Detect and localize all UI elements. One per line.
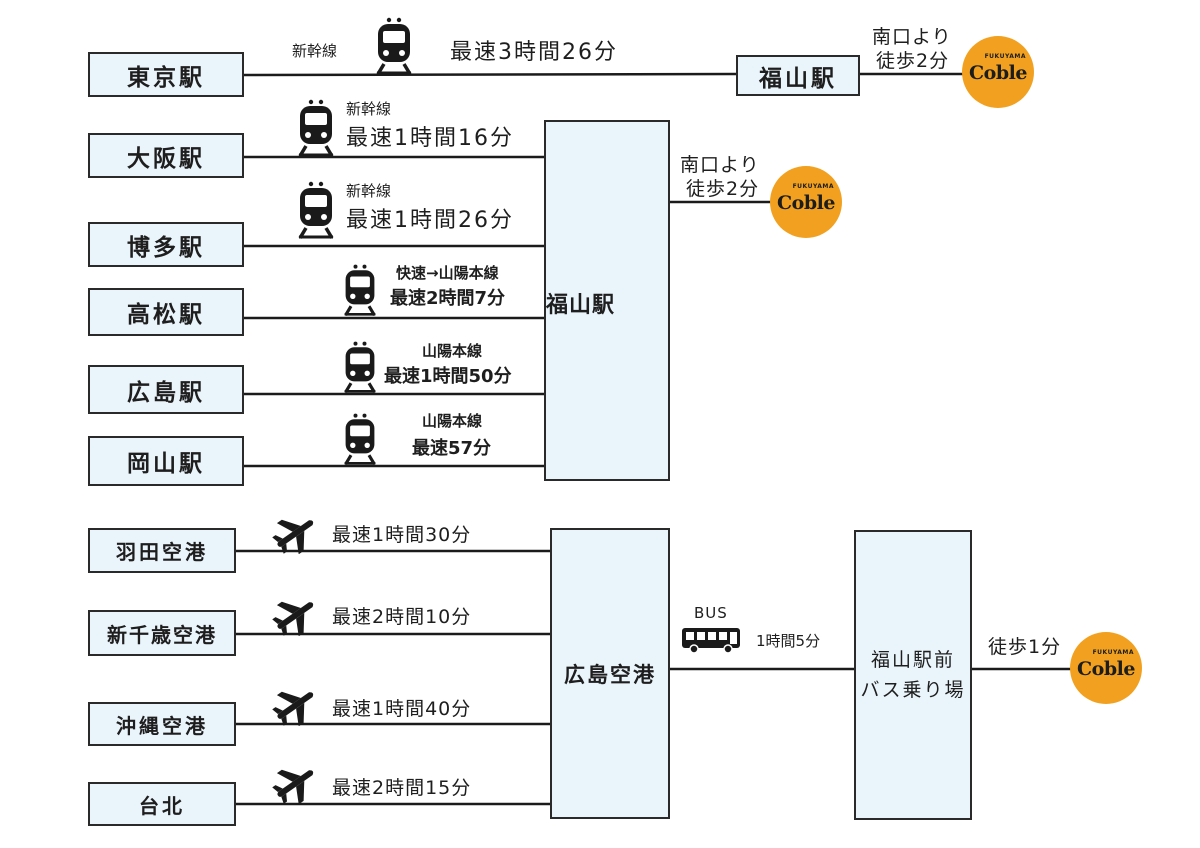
time-label-takamatsu: 最速2時間7分 bbox=[390, 288, 506, 309]
train-icon bbox=[376, 17, 412, 75]
bus-time-label: 1時間5分 bbox=[756, 632, 821, 650]
line-tokyo-fukuyama bbox=[243, 72, 737, 77]
mode-label-hiroshima: 山陽本線 bbox=[422, 342, 483, 360]
mode-label-takamatsu: 快速→山陽本線 bbox=[396, 264, 499, 282]
train-icon bbox=[298, 181, 334, 239]
mode-label-osaka: 新幹線 bbox=[346, 100, 392, 118]
train-icon bbox=[344, 264, 376, 317]
train-icon bbox=[344, 413, 376, 466]
airplane-icon bbox=[272, 601, 314, 636]
bus-label: BUS bbox=[694, 604, 728, 622]
bus-stop-line1: 福山駅前 bbox=[870, 649, 955, 671]
time-label-tokyo: 最速3時間26分 bbox=[450, 40, 618, 65]
time-label-osaka: 最速1時間16分 bbox=[346, 126, 514, 151]
walk-line2-top: 徒歩2分 bbox=[876, 50, 950, 72]
station-osaka: 大阪駅 bbox=[88, 133, 244, 178]
walk-line1-hub: 南口より bbox=[680, 154, 760, 176]
bus-stop-line2: バス乗り場 bbox=[860, 679, 966, 701]
mode-label-okayama: 山陽本線 bbox=[422, 412, 483, 430]
airplane-icon bbox=[272, 769, 314, 804]
coble-logo: FUKUYAMA Coble bbox=[1070, 632, 1142, 704]
time-label-taipei: 最速2時間15分 bbox=[332, 777, 472, 799]
train-icon bbox=[298, 99, 334, 157]
time-label-hiroshima: 最速1時間50分 bbox=[384, 366, 512, 387]
station-tokyo: 東京駅 bbox=[88, 52, 244, 97]
airport-taipei: 台北 bbox=[88, 782, 236, 826]
coble-logo: FUKUYAMA Coble bbox=[770, 166, 842, 238]
station-hiroshima: 広島駅 bbox=[88, 365, 244, 414]
bus-stop-box: 福山駅前 バス乗り場 bbox=[854, 530, 972, 820]
airport-haneda: 羽田空港 bbox=[88, 528, 236, 573]
time-label-okayama: 最速57分 bbox=[412, 438, 492, 459]
train-icon bbox=[344, 341, 376, 394]
hub-fukuyama: 福山駅 bbox=[544, 120, 670, 481]
station-takamatsu: 高松駅 bbox=[88, 288, 244, 336]
airport-okinawa: 沖縄空港 bbox=[88, 702, 236, 746]
walk-line1-top: 南口より bbox=[872, 26, 952, 48]
mode-label-tokyo: 新幹線 bbox=[292, 42, 338, 60]
station-okayama: 岡山駅 bbox=[88, 436, 244, 486]
time-label-hakata: 最速1時間26分 bbox=[346, 208, 514, 233]
walk-line2-hub: 徒歩2分 bbox=[686, 178, 760, 200]
airport-shinchitose: 新千歳空港 bbox=[88, 610, 236, 656]
time-label-shinchitose: 最速2時間10分 bbox=[332, 606, 472, 628]
station-hakata: 博多駅 bbox=[88, 222, 244, 267]
airplane-icon bbox=[272, 519, 314, 554]
bus-icon bbox=[682, 628, 740, 654]
station-fukuyama-top: 福山駅 bbox=[736, 55, 860, 96]
hub-fukuyama-label: 福山駅 bbox=[546, 292, 616, 318]
hub-hiroshima-airport: 広島空港 bbox=[550, 528, 670, 819]
airplane-icon bbox=[272, 691, 314, 726]
time-label-okinawa: 最速1時間40分 bbox=[332, 698, 472, 720]
walk-label-bus: 徒歩1分 bbox=[988, 636, 1062, 658]
coble-logo: FUKUYAMA Coble bbox=[962, 36, 1034, 108]
mode-label-hakata: 新幹線 bbox=[346, 182, 392, 200]
time-label-haneda: 最速1時間30分 bbox=[332, 524, 472, 546]
